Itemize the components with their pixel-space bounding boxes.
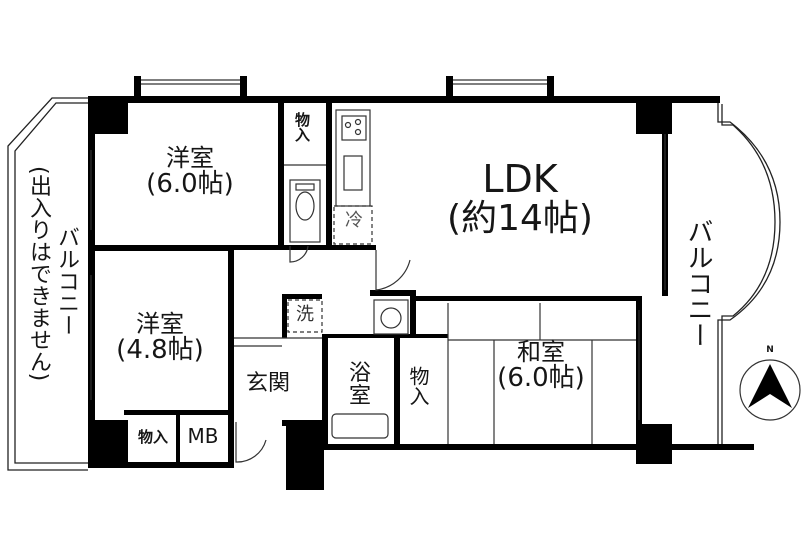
japanese-room-size: (6.0帖) (497, 363, 585, 394)
storage-middle-label: 物入 (406, 366, 430, 406)
bathroom-label: 浴 室 (338, 362, 382, 408)
compass-icon (739, 359, 801, 421)
western-room-2-size: (4.8帖) (116, 335, 204, 366)
left-balcony-note: (出入りはできません) (26, 166, 51, 382)
entrance-label: 玄関 (245, 371, 290, 396)
right-balcony-inner-outline (721, 104, 776, 444)
japanese-room: 和室 (6.0帖) (456, 338, 626, 394)
washer-label: 洗 (296, 304, 314, 325)
walls (88, 76, 754, 490)
western-room-1-size: (6.0帖) (146, 169, 234, 200)
japanese-room-name: 和室 (517, 338, 565, 366)
ldk-name: LDK (482, 157, 558, 201)
western-room-2: 洋室 (4.8帖) (96, 310, 224, 366)
ldk-room: LDK (約14帖) (410, 157, 630, 239)
western-room-1: 洋室 (6.0帖) (130, 144, 250, 200)
ldk-size: (約14帖) (447, 197, 593, 239)
compass-north-label: N (766, 345, 774, 355)
bathroom-label-bottom: 室 (348, 384, 371, 410)
meter-box-label: MB (187, 424, 219, 448)
storage-bottom-label: 物入 (137, 428, 168, 446)
left-balcony-inner-outline (14, 102, 88, 464)
right-balcony-label: バルコニー (683, 218, 713, 348)
right-balcony-outline (717, 100, 781, 444)
bathroom-label-top: 浴 (348, 361, 371, 386)
western-room-1-name: 洋室 (166, 144, 214, 172)
refrigerator-label: 冷 (345, 210, 363, 231)
left-balcony-outline (7, 97, 88, 471)
storage-top-label: 物入 (293, 112, 311, 142)
western-room-2-name: 洋室 (136, 310, 184, 338)
left-balcony-label: バルコニー (54, 226, 79, 336)
